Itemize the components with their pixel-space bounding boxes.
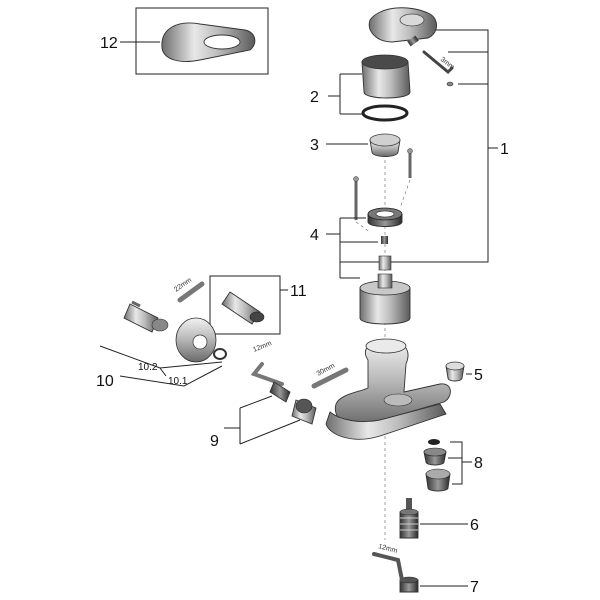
connector-part-10: 22mm 10.2 10.1 10 bbox=[96, 277, 227, 390]
cap-part-7: 7 bbox=[399, 576, 479, 596]
callout-1: 1 bbox=[500, 141, 509, 158]
tool-label-12mm-bottom: 12mm bbox=[377, 543, 398, 555]
diverter-part-6: 6 bbox=[399, 498, 479, 539]
callout-7: 7 bbox=[470, 579, 479, 596]
inset-box-11 bbox=[209, 275, 281, 335]
callout-6: 6 bbox=[470, 517, 479, 534]
inset-box bbox=[135, 7, 269, 75]
hex-key-12mm-bottom: 12mm bbox=[372, 543, 404, 582]
tool-label-12mm-top: 12mm bbox=[252, 340, 273, 354]
callout-12: 12 bbox=[100, 35, 118, 52]
aerator-part-8: 8 bbox=[423, 439, 483, 492]
handle-part-1: 3mm 1 bbox=[340, 7, 509, 263]
callout-8: 8 bbox=[474, 455, 483, 472]
callout-2: 2 bbox=[310, 89, 319, 106]
callout-9: 9 bbox=[210, 433, 219, 450]
faucet-body bbox=[325, 338, 451, 440]
callout-4: 4 bbox=[310, 227, 319, 244]
callout-10: 10 bbox=[96, 373, 114, 390]
callout-3: 3 bbox=[310, 137, 319, 154]
studs-part-4: 4 bbox=[310, 148, 413, 540]
nut-part-9: 12mm 30mm 9 bbox=[210, 340, 349, 450]
cap-part-3: 3 bbox=[310, 133, 401, 157]
cap-part-11: 11 bbox=[209, 275, 307, 335]
callout-10-1: 10.1 bbox=[168, 376, 188, 387]
callout-5: 5 bbox=[474, 367, 483, 384]
plug-part-5: 5 bbox=[445, 361, 483, 384]
cartridge bbox=[359, 273, 411, 325]
lever-handle-part-12: 12 bbox=[100, 7, 269, 75]
cap-part-2: 2 bbox=[310, 54, 411, 122]
callout-10-2: 10.2 bbox=[138, 362, 158, 373]
callout-11: 11 bbox=[290, 283, 307, 300]
